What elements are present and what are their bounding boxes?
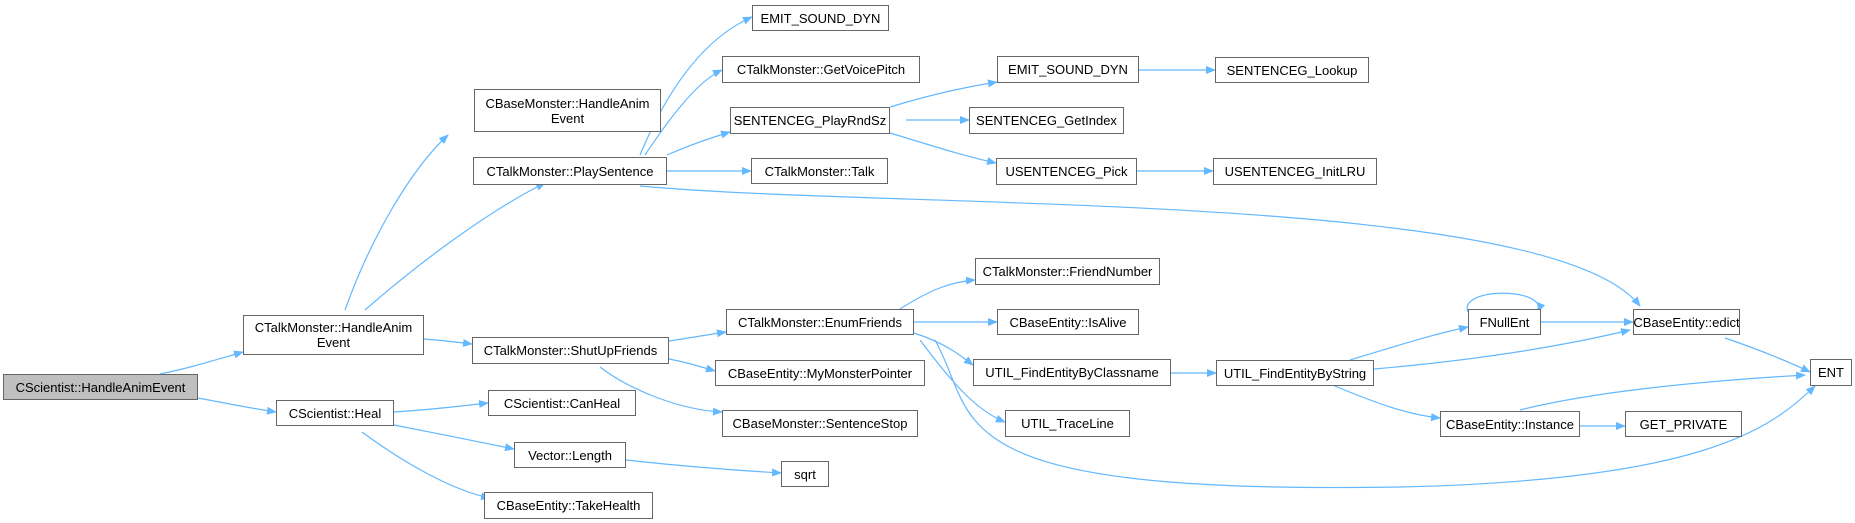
edge-playsentence-getvoicepitch: [644, 69, 723, 156]
edge-findbystring-fnullent: [1349, 324, 1469, 361]
edge-playsentence-edict: [639, 185, 1641, 307]
node-usentenceg-initlru[interactable]: USENTENCEG_InitLRU: [1213, 158, 1377, 185]
node-get-private[interactable]: GET_PRIVATE: [1625, 411, 1742, 437]
node-ctalkmonster-playsentence[interactable]: CTalkMonster::PlaySentence: [473, 157, 667, 185]
node-ctalkmonster-getvoicepitch[interactable]: CTalkMonster::GetVoicePitch: [722, 56, 920, 83]
edge-heal-canheal: [393, 399, 489, 413]
node-sentenceg-getindex[interactable]: SENTENCEG_GetIndex: [969, 107, 1124, 134]
node-ctalkmonster-handleanimevent[interactable]: CTalkMonster::HandleAnim Event: [243, 315, 424, 355]
edge-edict-ent: [1724, 337, 1811, 373]
edge-enum-friendnumber: [899, 276, 976, 310]
edge-shutup-mymonsterpointer: [668, 358, 716, 373]
node-ent[interactable]: ENT: [1810, 359, 1852, 386]
node-cbaseentity-isalive[interactable]: CBaseEntity::IsAlive: [997, 309, 1139, 335]
node-cbasemonster-sentencestop[interactable]: CBaseMonster::SentenceStop: [722, 410, 918, 437]
edge-findbystring-instance: [1329, 383, 1441, 422]
node-ctalkmonster-friendnumber[interactable]: CTalkMonster::FriendNumber: [975, 258, 1160, 285]
edge-shutup-enumfriends: [668, 329, 727, 342]
node-cbaseentity-edict[interactable]: CBaseEntity::edict: [1633, 309, 1740, 335]
node-emit-sound-dyn-2[interactable]: EMIT_SOUND_DYN: [997, 56, 1139, 83]
edge-talkhandleanim-shutup: [422, 338, 473, 347]
edge-enum-findbyclassname: [913, 332, 974, 366]
edge-playsentence-playrndsz: [666, 130, 731, 156]
edge-playsentence-emit1: [639, 16, 753, 156]
edge-shutup-sentencestop: [599, 366, 723, 416]
node-cbaseentity-instance[interactable]: CBaseEntity::Instance: [1440, 411, 1580, 437]
node-fnullent[interactable]: FNullEnt: [1468, 309, 1541, 335]
edge-findbystring-edict: [1373, 328, 1631, 370]
edge-playrndsz-emit2: [889, 79, 998, 108]
edge-fnullent-self: [1466, 292, 1546, 313]
node-sentenceg-lookup[interactable]: SENTENCEG_Lookup: [1215, 57, 1369, 83]
node-ctalkmonster-talk[interactable]: CTalkMonster::Talk: [751, 158, 888, 184]
node-cscientist-heal[interactable]: CScientist::Heal: [276, 400, 394, 426]
node-cbaseentity-takehealth[interactable]: CBaseEntity::TakeHealth: [484, 492, 653, 519]
node-util-traceline[interactable]: UTIL_TraceLine: [1005, 410, 1130, 437]
edge-heal-vectorlength: [393, 424, 515, 452]
edge-enum-ent: [934, 339, 1816, 489]
node-ctalkmonster-enumfriends[interactable]: CTalkMonster::EnumFriends: [726, 309, 914, 335]
node-cscientist-handleanimevent: CScientist::HandleAnimEvent: [3, 374, 198, 400]
node-cbaseentity-mymonsterpointer[interactable]: CBaseEntity::MyMonsterPointer: [715, 360, 925, 386]
edge-playrndsz-pick: [889, 132, 997, 165]
node-cscientist-canheal[interactable]: CScientist::CanHeal: [488, 390, 636, 416]
edge-scientisthandleanim-talkhandleanim: [159, 350, 244, 375]
node-sqrt[interactable]: sqrt: [781, 461, 829, 487]
edge-enum-traceline: [919, 339, 1006, 423]
node-util-findentitybystring[interactable]: UTIL_FindEntityByString: [1216, 360, 1374, 386]
node-ctalkmonster-shutupfriends[interactable]: CTalkMonster::ShutUpFriends: [472, 337, 669, 364]
edge-talkhandleanim-playsentence: [364, 182, 546, 311]
edge-instance-ent: [1519, 371, 1806, 411]
edge-talkhandleanim-basehandleanim: [344, 134, 449, 311]
edge-vectorlength-sqrt: [625, 459, 782, 477]
edge-heal-takehealth: [361, 431, 491, 501]
node-sentenceg-playrndsz[interactable]: SENTENCEG_PlayRndSz: [730, 107, 890, 134]
node-cbasemonster-handleanimevent[interactable]: CBaseMonster::HandleAnim Event: [474, 89, 661, 132]
node-usentenceg-pick[interactable]: USENTENCEG_Pick: [996, 158, 1137, 185]
node-util-findentitybyclassname[interactable]: UTIL_FindEntityByClassname: [973, 359, 1171, 386]
node-vector-length[interactable]: Vector::Length: [514, 442, 626, 468]
edge-scientisthandleanim-heal: [197, 397, 277, 415]
node-emit-sound-dyn[interactable]: EMIT_SOUND_DYN: [752, 5, 889, 31]
